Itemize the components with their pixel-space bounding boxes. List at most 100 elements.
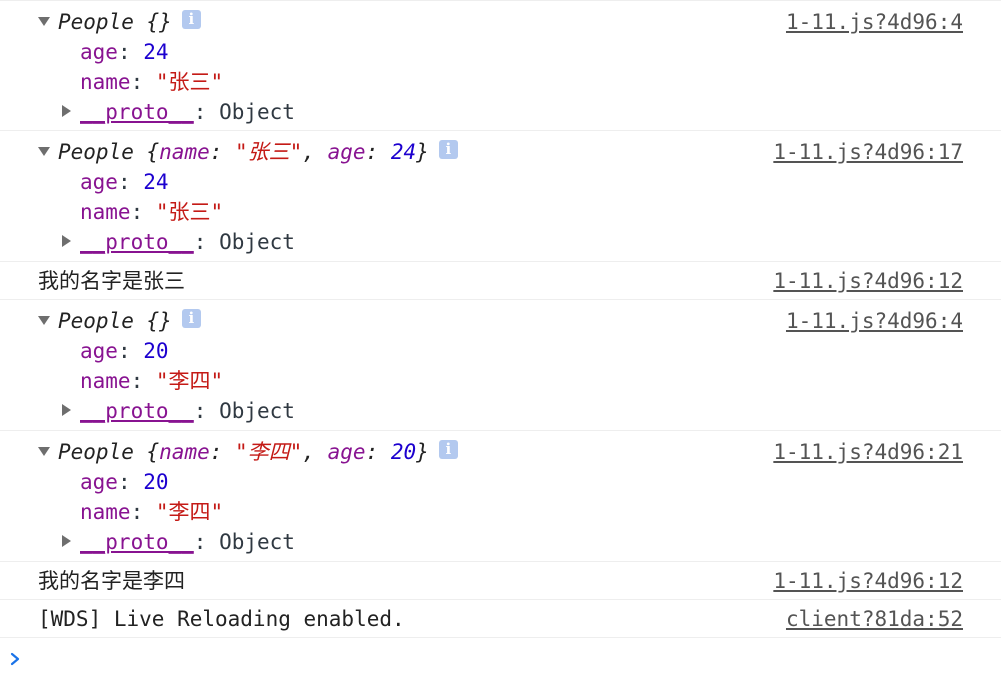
- object-class-name: People: [58, 140, 134, 164]
- preview-open-brace: {: [133, 440, 160, 464]
- collapse-triangle-icon[interactable]: [62, 535, 71, 547]
- object-property: age: 24: [80, 37, 169, 67]
- source-link[interactable]: 1-11.js?4d96:12: [773, 569, 963, 593]
- property-value: "张三": [155, 200, 224, 224]
- console-prompt-chevron-icon[interactable]: [8, 649, 24, 669]
- preview-value-age: 20: [390, 440, 417, 464]
- property-colon: :: [130, 500, 156, 524]
- property-key: age: [80, 339, 118, 363]
- proto-key: __proto__: [80, 100, 194, 124]
- object-property: age: 24: [80, 167, 169, 197]
- object-property: name: "李四": [80, 497, 223, 527]
- property-colon: :: [117, 40, 144, 64]
- property-colon: :: [130, 70, 156, 94]
- expand-triangle-icon[interactable]: [38, 16, 50, 26]
- preview-key-name: name: [159, 440, 210, 464]
- object-proto-property[interactable]: __proto__: Object: [62, 97, 295, 127]
- preview-open-brace: {: [133, 140, 160, 164]
- property-key: age: [80, 170, 118, 194]
- proto-key: __proto__: [80, 530, 194, 554]
- source-link[interactable]: 1-11.js?4d96:4: [785, 309, 963, 333]
- source-link[interactable]: client?81da:52: [785, 607, 963, 631]
- object-class-name: People: [58, 440, 134, 464]
- object-header[interactable]: People {name: "张三", age: 24}i: [38, 137, 458, 167]
- property-key: age: [80, 40, 118, 64]
- preview-value-age: 24: [390, 140, 417, 164]
- property-value: "张三": [155, 70, 224, 94]
- preview-key-age: age: [327, 140, 366, 164]
- source-link[interactable]: 1-11.js?4d96:4: [785, 10, 963, 34]
- source-link[interactable]: 1-11.js?4d96:21: [773, 440, 963, 464]
- object-header[interactable]: People {name: "李四", age: 20} i: [38, 437, 458, 467]
- preview-close-brace: }: [416, 140, 429, 164]
- proto-value: : Object: [193, 100, 295, 124]
- log-message-text: 我的名字是张三: [38, 269, 185, 293]
- proto-value: : Object: [193, 230, 295, 254]
- proto-value: : Object: [193, 399, 295, 423]
- property-colon: :: [130, 200, 156, 224]
- object-header[interactable]: People {} i: [38, 306, 201, 336]
- property-key: name: [80, 200, 131, 224]
- property-colon: :: [117, 470, 144, 494]
- collapse-triangle-icon[interactable]: [62, 105, 71, 117]
- expand-triangle-icon[interactable]: [38, 146, 50, 156]
- collapse-triangle-icon[interactable]: [62, 404, 71, 416]
- console-log-message: [WDS] Live Reloading enabled. client?81da…: [0, 600, 1001, 638]
- source-link[interactable]: 1-11.js?4d96:17: [773, 140, 963, 164]
- object-proto-property[interactable]: __proto__: Object: [62, 396, 295, 426]
- object-proto-property[interactable]: __proto__: Object: [62, 527, 295, 557]
- preview-separator: ,: [302, 140, 328, 164]
- proto-key: __proto__: [80, 399, 194, 423]
- console-log-message: 我的名字是李四 1-11.js?4d96:12: [0, 562, 1001, 600]
- object-header[interactable]: People {} i: [38, 7, 201, 37]
- property-value: 20: [143, 470, 169, 494]
- property-colon: :: [130, 369, 156, 393]
- preview-key-age: age: [327, 440, 366, 464]
- preview-colon: :: [209, 140, 236, 164]
- property-colon: :: [117, 170, 144, 194]
- proto-key: __proto__: [80, 230, 194, 254]
- expand-triangle-icon[interactable]: [38, 315, 50, 325]
- preview-colon: :: [365, 140, 391, 164]
- proto-value: : Object: [193, 530, 295, 554]
- object-class-name: People: [58, 10, 134, 34]
- property-value: 24: [143, 170, 169, 194]
- preview-separator: ,: [302, 440, 328, 464]
- property-key: name: [80, 369, 131, 393]
- log-message-text: [WDS] Live Reloading enabled.: [38, 607, 405, 631]
- object-proto-property[interactable]: __proto__: Object: [62, 227, 295, 257]
- console-object-message: People { name: "张三", age: 24} i 1-11.js?4d9…: [0, 131, 1001, 262]
- preview-value-name: "张三": [235, 140, 303, 164]
- property-value: "李四": [155, 369, 224, 393]
- object-preview: {}: [133, 10, 172, 34]
- log-message-text: 我的名字是李四: [38, 569, 185, 593]
- property-colon: :: [117, 339, 144, 363]
- object-property: name: "李四": [80, 366, 223, 396]
- info-icon[interactable]: i: [438, 139, 458, 159]
- property-value: 20: [143, 339, 169, 363]
- object-property: age: 20: [80, 467, 169, 497]
- info-icon[interactable]: i: [181, 308, 201, 328]
- source-link[interactable]: 1-11.js?4d96:12: [773, 269, 963, 293]
- object-preview: {}: [133, 309, 172, 333]
- property-value: 24: [143, 40, 169, 64]
- info-icon[interactable]: i: [181, 9, 201, 29]
- preview-colon: :: [209, 440, 236, 464]
- expand-triangle-icon[interactable]: [38, 446, 50, 456]
- preview-colon: :: [365, 440, 391, 464]
- property-key: name: [80, 70, 131, 94]
- object-property: name: "张三": [80, 67, 223, 97]
- property-key: name: [80, 500, 131, 524]
- info-icon[interactable]: i: [438, 439, 458, 459]
- object-class-name: People: [58, 309, 134, 333]
- object-property: name: "张三": [80, 197, 223, 227]
- collapse-triangle-icon[interactable]: [62, 235, 71, 247]
- preview-value-name: "李四": [235, 440, 303, 464]
- property-value: "李四": [155, 500, 224, 524]
- property-key: age: [80, 470, 118, 494]
- object-property: age: 20: [80, 336, 169, 366]
- preview-close-brace: }: [416, 440, 429, 464]
